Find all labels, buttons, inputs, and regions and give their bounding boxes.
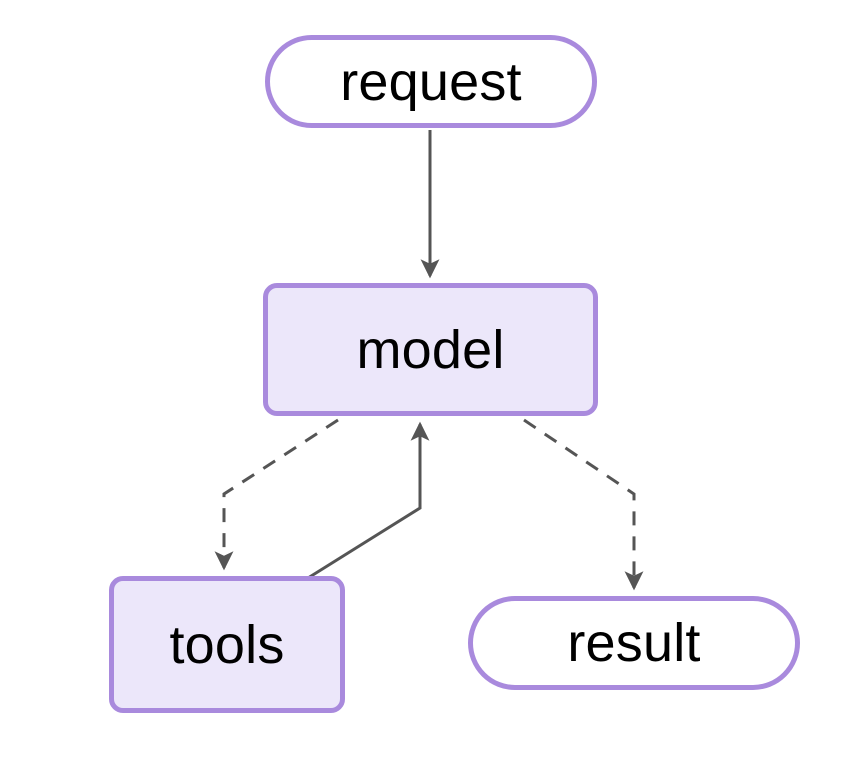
node-request[interactable]: request xyxy=(265,35,597,128)
node-model-label: model xyxy=(356,319,505,380)
node-request-label: request xyxy=(340,51,522,112)
edge-model-to-tools xyxy=(214,418,339,571)
edge-tools-to-model xyxy=(307,421,430,580)
node-result-label: result xyxy=(567,613,701,673)
node-model[interactable]: model xyxy=(263,283,598,416)
node-tools-label: tools xyxy=(169,614,285,675)
edge-model-to-result xyxy=(523,418,644,591)
node-tools[interactable]: tools xyxy=(109,576,345,713)
node-result[interactable]: result xyxy=(468,596,800,690)
